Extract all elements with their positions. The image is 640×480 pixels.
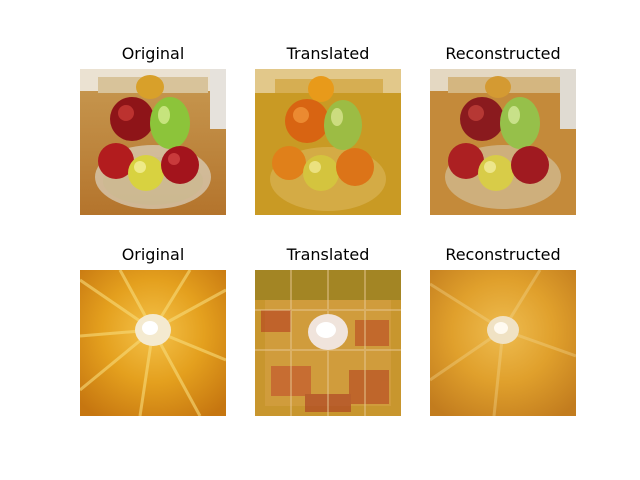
panel-title: Original xyxy=(121,245,185,264)
apples-reconstructed-image xyxy=(430,69,576,215)
panel-title: Translated xyxy=(286,44,370,63)
orange-original-image xyxy=(80,270,226,416)
panel-title: Translated xyxy=(286,245,370,264)
orange-translated-image xyxy=(255,270,401,416)
panel-title: Original xyxy=(121,44,185,63)
orange-reconstructed-image xyxy=(430,270,576,416)
apples-original-image xyxy=(80,69,226,215)
panel-title: Reconstructed xyxy=(445,245,561,264)
panel-title: Reconstructed xyxy=(445,44,561,63)
apples-translated-image xyxy=(255,69,401,215)
